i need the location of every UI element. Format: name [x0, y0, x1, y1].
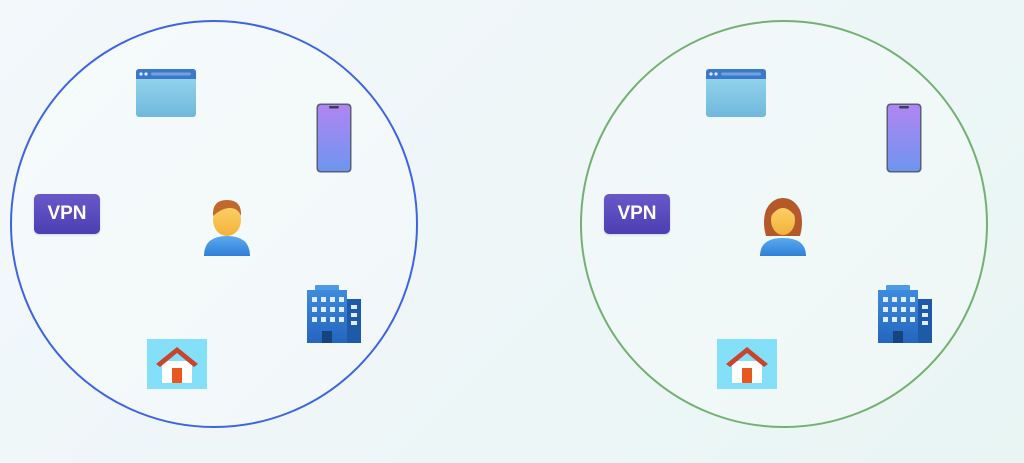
house-icon: [717, 339, 777, 389]
office-building-icon: [307, 285, 361, 343]
office-building-icon: [878, 285, 932, 343]
browser-window-icon: [136, 69, 196, 117]
browser-window-icon: [706, 69, 766, 117]
vpn-badge: VPN: [34, 194, 100, 234]
house-icon: [147, 339, 207, 389]
vpn-badge: VPN: [604, 194, 670, 234]
woman-icon: [760, 198, 806, 256]
man-icon: [204, 200, 250, 256]
smartphone-icon: [886, 103, 922, 173]
smartphone-icon: [316, 103, 352, 173]
